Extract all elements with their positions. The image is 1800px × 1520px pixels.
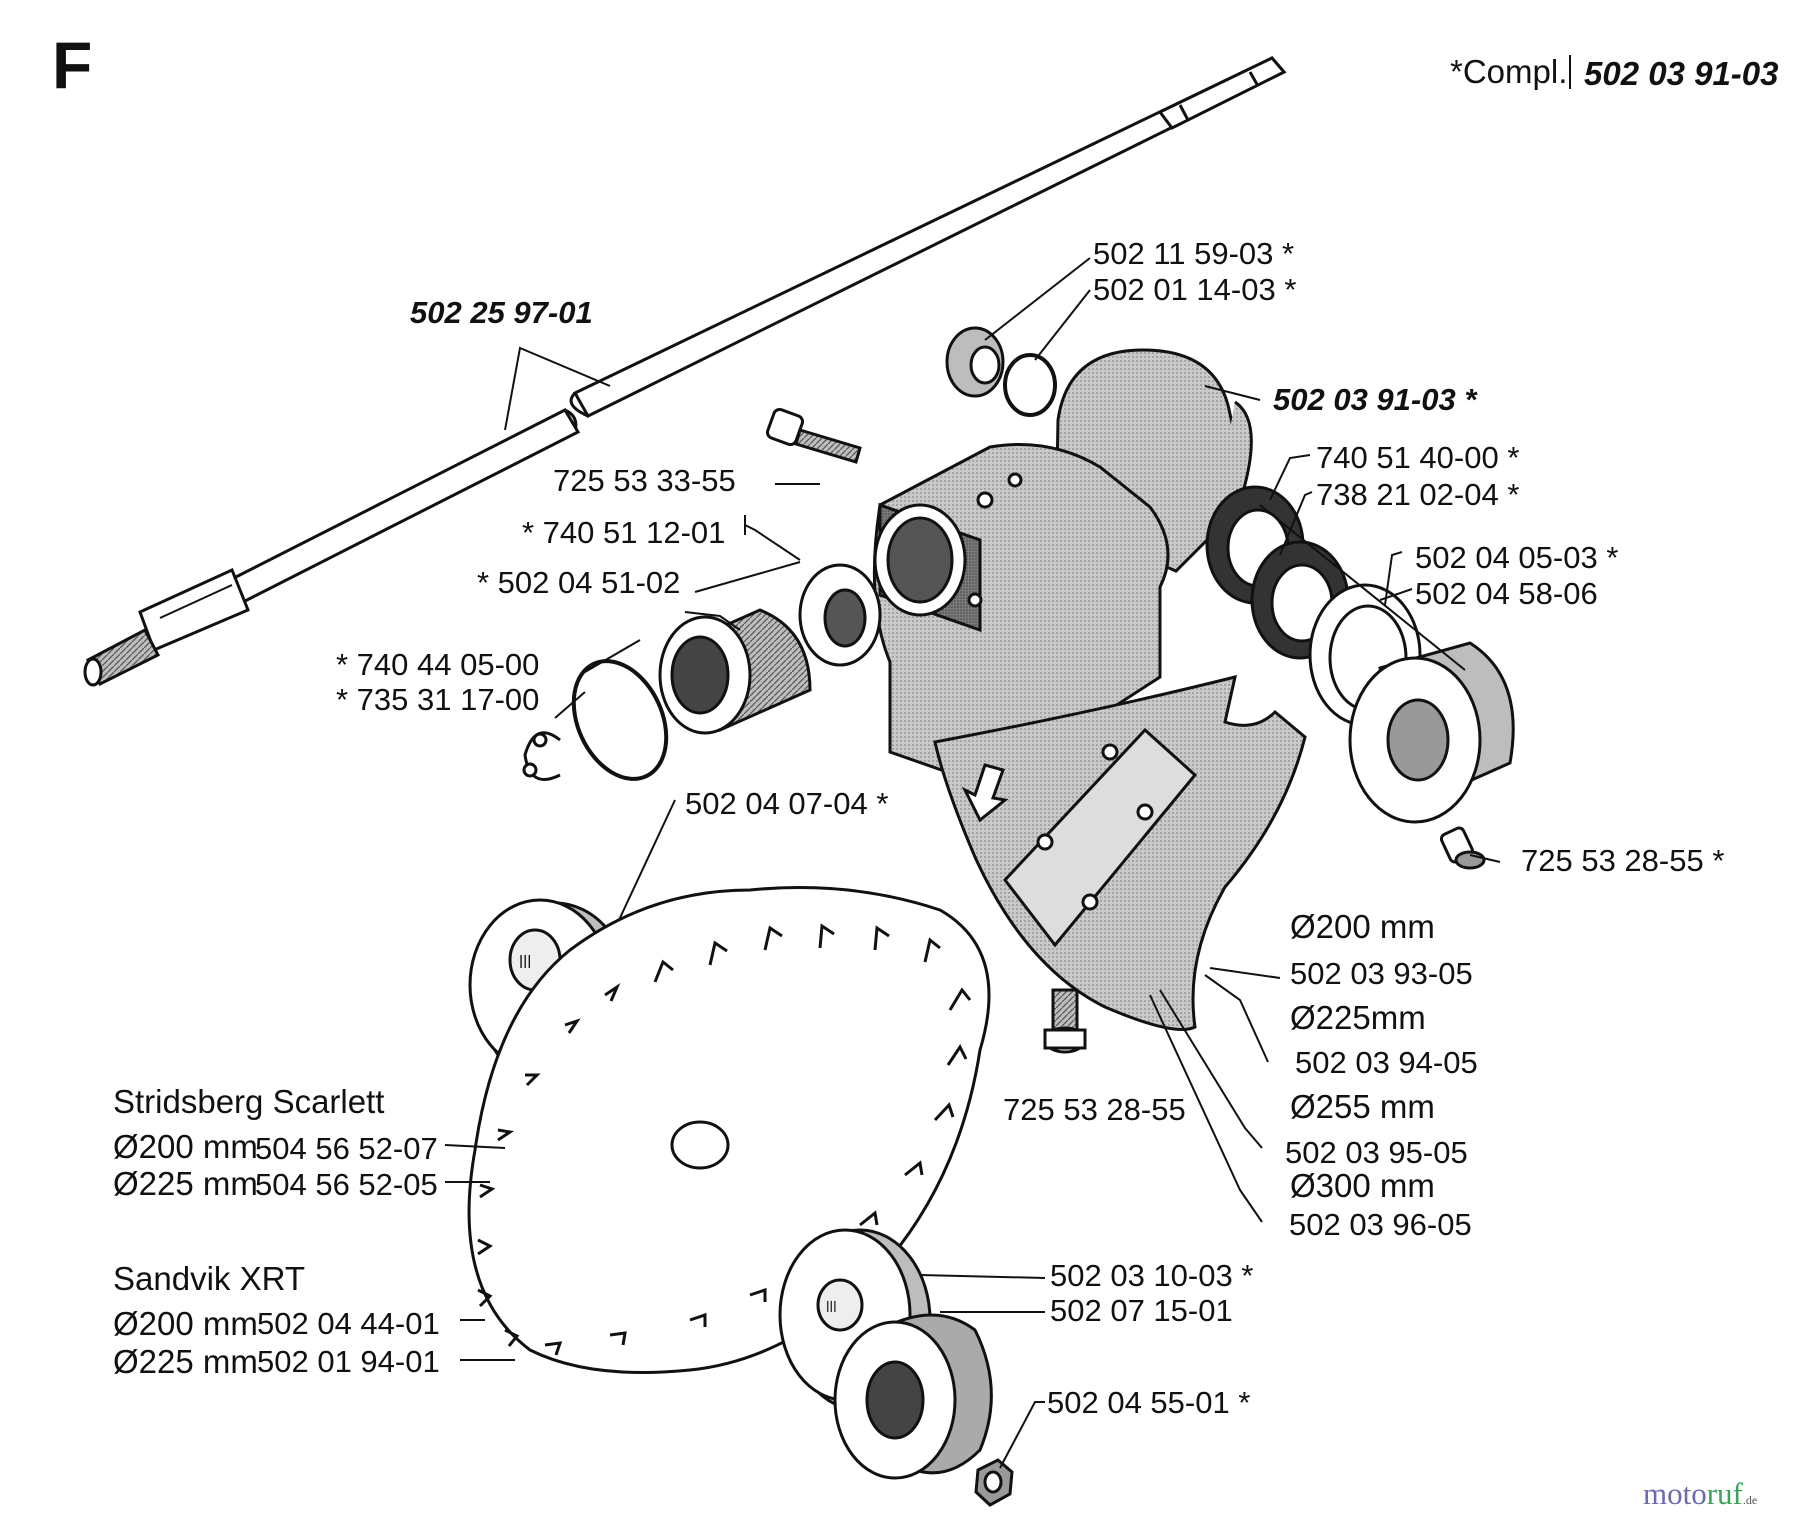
label-d300: Ø300 mm [1290, 1167, 1435, 1204]
label-502-01-14-03: 502 01 14-03 * [1093, 272, 1297, 307]
label-502-03-96-05: 502 03 96-05 [1289, 1207, 1472, 1242]
lower-leader-lines [919, 1274, 1046, 1469]
label-502-03-10-03: 502 03 10-03 * [1050, 1258, 1254, 1293]
label-502-04-58-06: 502 04 58-06 [1415, 576, 1598, 611]
blade-size: Ø225 mm [113, 1165, 258, 1202]
label-740-51-12-01: * 740 51 12-01 [522, 515, 726, 550]
blade-size: Ø200 mm [113, 1128, 258, 1165]
screw-guard [1043, 988, 1087, 1054]
seal-ring [798, 563, 882, 667]
guard-leader-lines [1149, 967, 1281, 1223]
watermark-left: moto [1643, 1476, 1707, 1511]
watermark-logo: motoruf.de [1643, 1478, 1757, 1509]
label-502-04-05-03: 502 04 05-03 * [1415, 540, 1619, 575]
threaded-bushing [658, 608, 812, 735]
blade-part: 502 01 94-01 [257, 1344, 440, 1379]
label-502-03-93-05: 502 03 93-05 [1290, 956, 1473, 991]
drive-shaft [83, 56, 1287, 687]
section-letter: F [52, 28, 93, 102]
blade-part: 504 56 52-05 [255, 1167, 438, 1202]
flange [1348, 641, 1515, 824]
shaft-leader-lines [504, 346, 611, 431]
label-shaft: 502 25 97-01 [410, 295, 593, 330]
screw-top [765, 407, 862, 464]
label-d225: Ø225mm [1290, 999, 1426, 1036]
blade-leader-lines [444, 1144, 515, 1361]
housing-leader [1204, 385, 1261, 401]
svg-text:ꟾꟾꟾ: ꟾꟾꟾ [519, 955, 531, 971]
blade-list-title-stridsberg: Stridsberg Scarlett [113, 1083, 385, 1120]
label-725-53-28-55: 725 53 28-55 [1003, 1092, 1186, 1127]
left-leader-lines [554, 515, 801, 719]
top-leader-lines [984, 257, 1091, 361]
label-d200: Ø200 mm [1290, 908, 1435, 945]
label-gear-housing: 502 03 91-03 * [1273, 382, 1477, 417]
label-502-04-07-04: 502 04 07-04 * [685, 786, 889, 821]
screw-flange [1439, 826, 1486, 870]
gear-housing [872, 348, 1253, 789]
blade-size: Ø200 mm [113, 1305, 258, 1342]
label-740-44-05-00: * 740 44 05-00 [336, 647, 540, 682]
guard-plate [933, 674, 1307, 1031]
nut [974, 1458, 1014, 1507]
svg-text:ꟾꟾꟾ: ꟾꟾꟾ [826, 1300, 837, 1315]
label-735-31-17-00: * 735 31 17-00 [336, 682, 540, 717]
bushing-top [945, 326, 1057, 417]
watermark-right: ruf [1706, 1476, 1743, 1511]
circlip [522, 731, 561, 781]
label-502-11-59-03: 502 11 59-03 * [1093, 236, 1295, 271]
blade-part: 504 56 52-07 [255, 1131, 438, 1166]
label-725-53-33-55: 725 53 33-55 [553, 463, 736, 498]
label-502-03-95-05: 502 03 95-05 [1285, 1135, 1468, 1170]
compl-label: *Compl. [1450, 53, 1568, 90]
cup-washer [833, 1313, 993, 1480]
blade-list-title-sandvik: Sandvik XRT [113, 1260, 305, 1297]
label-738-21-02-04: 738 21 02-04 * [1316, 477, 1520, 512]
label-502-07-15-01: 502 07 15-01 [1050, 1293, 1233, 1328]
right-leader-lines [1259, 454, 1501, 863]
compl-divider [1569, 55, 1571, 89]
oring-left [571, 659, 669, 781]
label-d255: Ø255 mm [1290, 1088, 1435, 1125]
watermark-tld: .de [1742, 1493, 1758, 1507]
blade-part: 502 04 44-01 [257, 1306, 440, 1341]
compl-part-number: 502 03 91-03 [1584, 55, 1779, 92]
label-502-04-55-01: 502 04 55-01 * [1047, 1385, 1251, 1420]
blade-size: Ø225 mm [113, 1343, 258, 1380]
label-725-53-28-55-star: 725 53 28-55 * [1521, 843, 1725, 878]
label-502-03-94-05: 502 03 94-05 [1295, 1045, 1478, 1080]
label-502-04-51-02: * 502 04 51-02 [477, 565, 681, 600]
label-740-51-40-00: 740 51 40-00 * [1316, 440, 1520, 475]
